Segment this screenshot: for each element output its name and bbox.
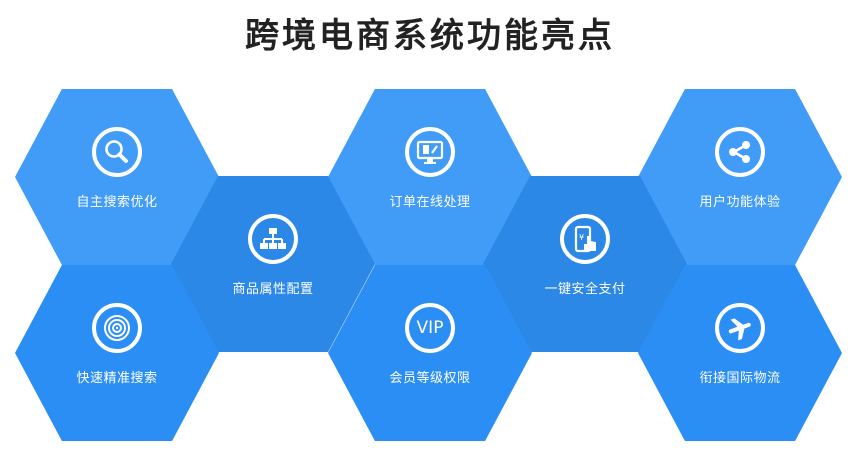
mobile-payment-icon: ¥ xyxy=(560,214,610,264)
monitor-document-icon xyxy=(405,127,455,177)
feature-label: 自主搜索优化 xyxy=(76,195,158,210)
sitemap-icon xyxy=(248,214,298,264)
feature-label: 衔接国际物流 xyxy=(699,371,781,386)
feature-user-experience[interactable]: 用户功能体验 xyxy=(638,89,842,265)
target-icon xyxy=(92,303,142,353)
feature-one-click-payment[interactable]: ¥ 一键安全支付 xyxy=(483,176,687,352)
feature-online-order-processing[interactable]: 订单在线处理 xyxy=(328,89,532,265)
page-title: 跨境电商系统功能亮点 xyxy=(245,16,615,56)
feature-label: 用户功能体验 xyxy=(699,195,781,210)
feature-search-optimization[interactable]: 自主搜索优化 xyxy=(15,89,219,265)
feature-label: 会员等级权限 xyxy=(389,371,471,386)
feature-membership-levels[interactable]: VIP 会员等级权限 xyxy=(328,265,532,441)
airplane-icon xyxy=(715,303,765,353)
feature-fast-precise-search[interactable]: 快速精准搜索 xyxy=(15,265,219,441)
feature-label: 订单在线处理 xyxy=(389,195,471,210)
magnifier-icon xyxy=(92,127,142,177)
vip-icon-text: VIP xyxy=(416,318,444,338)
feature-international-logistics[interactable]: 衔接国际物流 xyxy=(638,265,842,441)
vip-icon: VIP xyxy=(405,303,455,353)
feature-label: 快速精准搜索 xyxy=(76,371,158,386)
share-icon xyxy=(715,127,765,177)
feature-product-attribute-config[interactable]: 商品属性配置 xyxy=(171,176,375,352)
feature-label: 商品属性配置 xyxy=(232,282,314,297)
feature-label: 一键安全支付 xyxy=(544,282,626,297)
svg-text:¥: ¥ xyxy=(579,233,584,242)
